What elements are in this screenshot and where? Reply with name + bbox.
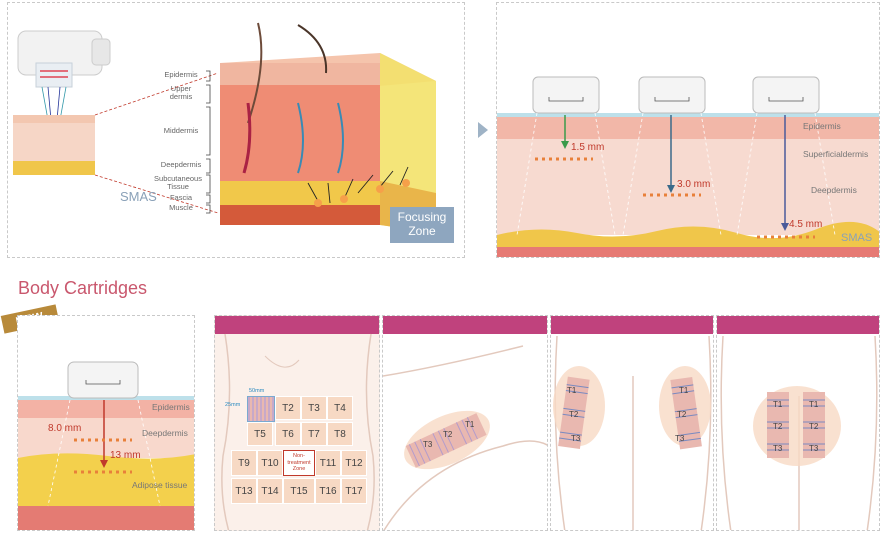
depth-panel: 1.5 mm 3.0 mm 4.5 mm Epidermis Superfici… — [496, 2, 880, 258]
depth-4-5mm: 4.5 mm — [789, 219, 823, 230]
depth-1-5mm: 1.5 mm — [571, 142, 605, 153]
body-depth-illustration — [18, 361, 194, 530]
inner-right-t2: T2 — [809, 422, 819, 431]
skin-layers-panel: Epidermis Upper dermis Middermis Deepder… — [7, 2, 465, 258]
body-depth-panel: 8.0 mm 13 mm Epidermis Deepdermis Adipos… — [17, 315, 195, 531]
non-treatment-zone: Non- treatment Zone — [283, 450, 315, 476]
thigh-outline — [553, 335, 712, 530]
thigh-header-bar — [551, 316, 713, 334]
abdomen-outline — [221, 333, 375, 530]
inner-left-t1: T1 — [773, 400, 783, 409]
tile-t5: T5 — [247, 422, 273, 446]
dim-50mm: 50mm — [249, 388, 265, 394]
layer-label-muscle: Muscle — [169, 203, 193, 212]
smas-label: SMAS — [120, 189, 157, 204]
arm-tile-t1: T1 — [465, 420, 475, 429]
body-layer-adipose: Adipose tissue — [132, 480, 188, 490]
layer-label-epidermis: Epidermis — [164, 70, 198, 79]
depth-3-0mm: 3.0 mm — [677, 179, 711, 190]
inner-right-t3: T3 — [809, 444, 819, 453]
layer-label-subcutaneous: Subcutaneous Tissue — [154, 174, 202, 191]
thigh-right-t1: T1 — [679, 386, 689, 395]
abdomen-header-bar — [215, 316, 379, 334]
abdomen-panel: 50mm 25mm T2 T3 T4 T5 T6 T7 T8 T9 T10 No… — [214, 315, 380, 531]
skin-cross-section-illustration — [13, 22, 436, 233]
tile-t9: T9 — [231, 450, 257, 476]
body-layer-epidermis: Epidermis — [152, 402, 190, 412]
layer-label-middermis: Middermis — [163, 126, 199, 135]
thigh-right-t2: T2 — [677, 410, 687, 419]
depth-8mm: 8.0 mm — [48, 423, 82, 434]
layer-label-upper-dermis: Upper dermis — [169, 84, 193, 101]
arm-tile-t3: T3 — [423, 440, 433, 449]
tile-t14: T14 — [257, 478, 283, 504]
section-title: Body Cartridges — [18, 278, 148, 298]
tile-t17: T17 — [341, 478, 367, 504]
thigh-left-t1: T1 — [567, 386, 577, 395]
layer-label-deepdermis: Deepdermis — [160, 160, 202, 169]
tile-t6: T6 — [275, 422, 301, 446]
tile-t8: T8 — [327, 422, 353, 446]
inner-thigh-header-bar — [717, 316, 879, 334]
tile-t1-cartridge — [247, 396, 275, 422]
layer-label-fascia: Fascia — [169, 193, 193, 202]
tile-t12: T12 — [341, 450, 367, 476]
layer-deepdermis: Deepdermis — [811, 185, 857, 195]
body-layer-deepdermis: Deepdermis — [142, 428, 188, 438]
tile-t11: T11 — [315, 450, 341, 476]
inner-thigh-panel: T1 T2 T3 T1 T2 T3 — [716, 315, 880, 531]
tile-t2: T2 — [275, 396, 301, 420]
focusing-zone-label: Focusing Zone — [390, 207, 454, 243]
tile-t4: T4 — [327, 396, 353, 420]
thigh-panel: T1 T2 T3 T1 T2 T3 — [550, 315, 714, 531]
depth-illustration — [497, 76, 879, 257]
arm-tile-t2: T2 — [443, 430, 453, 439]
thigh-left-t2: T2 — [569, 410, 579, 419]
arm-header-bar — [383, 316, 547, 334]
dim-25mm: 25mm — [225, 402, 241, 408]
tile-t13: T13 — [231, 478, 257, 504]
layer-smas: SMAS — [841, 232, 873, 244]
arrow-right-icon — [478, 122, 488, 138]
inner-left-t2: T2 — [773, 422, 783, 431]
arm-outline — [383, 345, 547, 530]
layer-epidermis: Epidermis — [803, 121, 841, 131]
thigh-left-t3: T3 — [571, 434, 581, 443]
tile-t10: T10 — [257, 450, 283, 476]
arm-panel: T3 T2 T1 — [382, 315, 548, 531]
thigh-right-t3: T3 — [675, 434, 685, 443]
tile-t15: T15 — [283, 478, 315, 504]
inner-left-t3: T3 — [773, 444, 783, 453]
tile-t16: T16 — [315, 478, 341, 504]
depth-13mm: 13 mm — [110, 450, 141, 461]
tile-t7: T7 — [301, 422, 327, 446]
inner-thigh-outline — [720, 335, 878, 530]
tile-t3: T3 — [301, 396, 327, 420]
layer-superficialdermis: Superficialdermis — [803, 149, 869, 159]
inner-right-t1: T1 — [809, 400, 819, 409]
